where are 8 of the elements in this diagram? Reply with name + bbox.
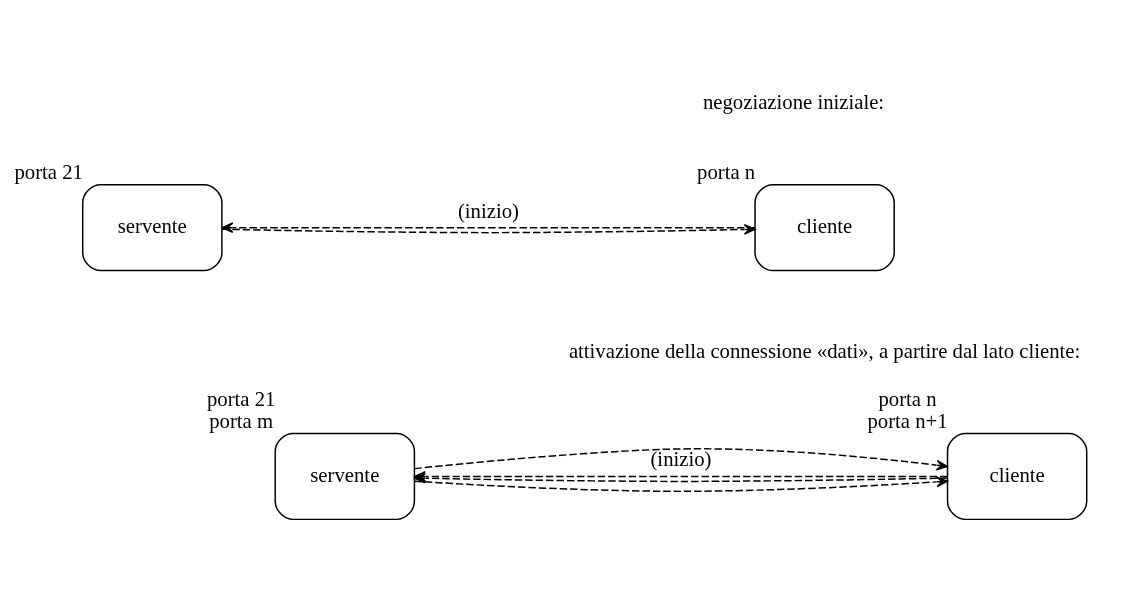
node-label: porta n bbox=[878, 387, 937, 410]
label: attivazione della connessione «dati», a partire dal lato cliente: bbox=[568, 339, 1081, 362]
label: negoziazione iniziale: bbox=[702, 90, 885, 113]
node-label: porta n bbox=[697, 161, 756, 184]
node-label: porta 21 bbox=[14, 161, 83, 184]
edge-label: (inizio) bbox=[650, 448, 712, 471]
node-label: porta 21 bbox=[206, 387, 276, 410]
edge-label: (inizio) bbox=[457, 199, 519, 222]
